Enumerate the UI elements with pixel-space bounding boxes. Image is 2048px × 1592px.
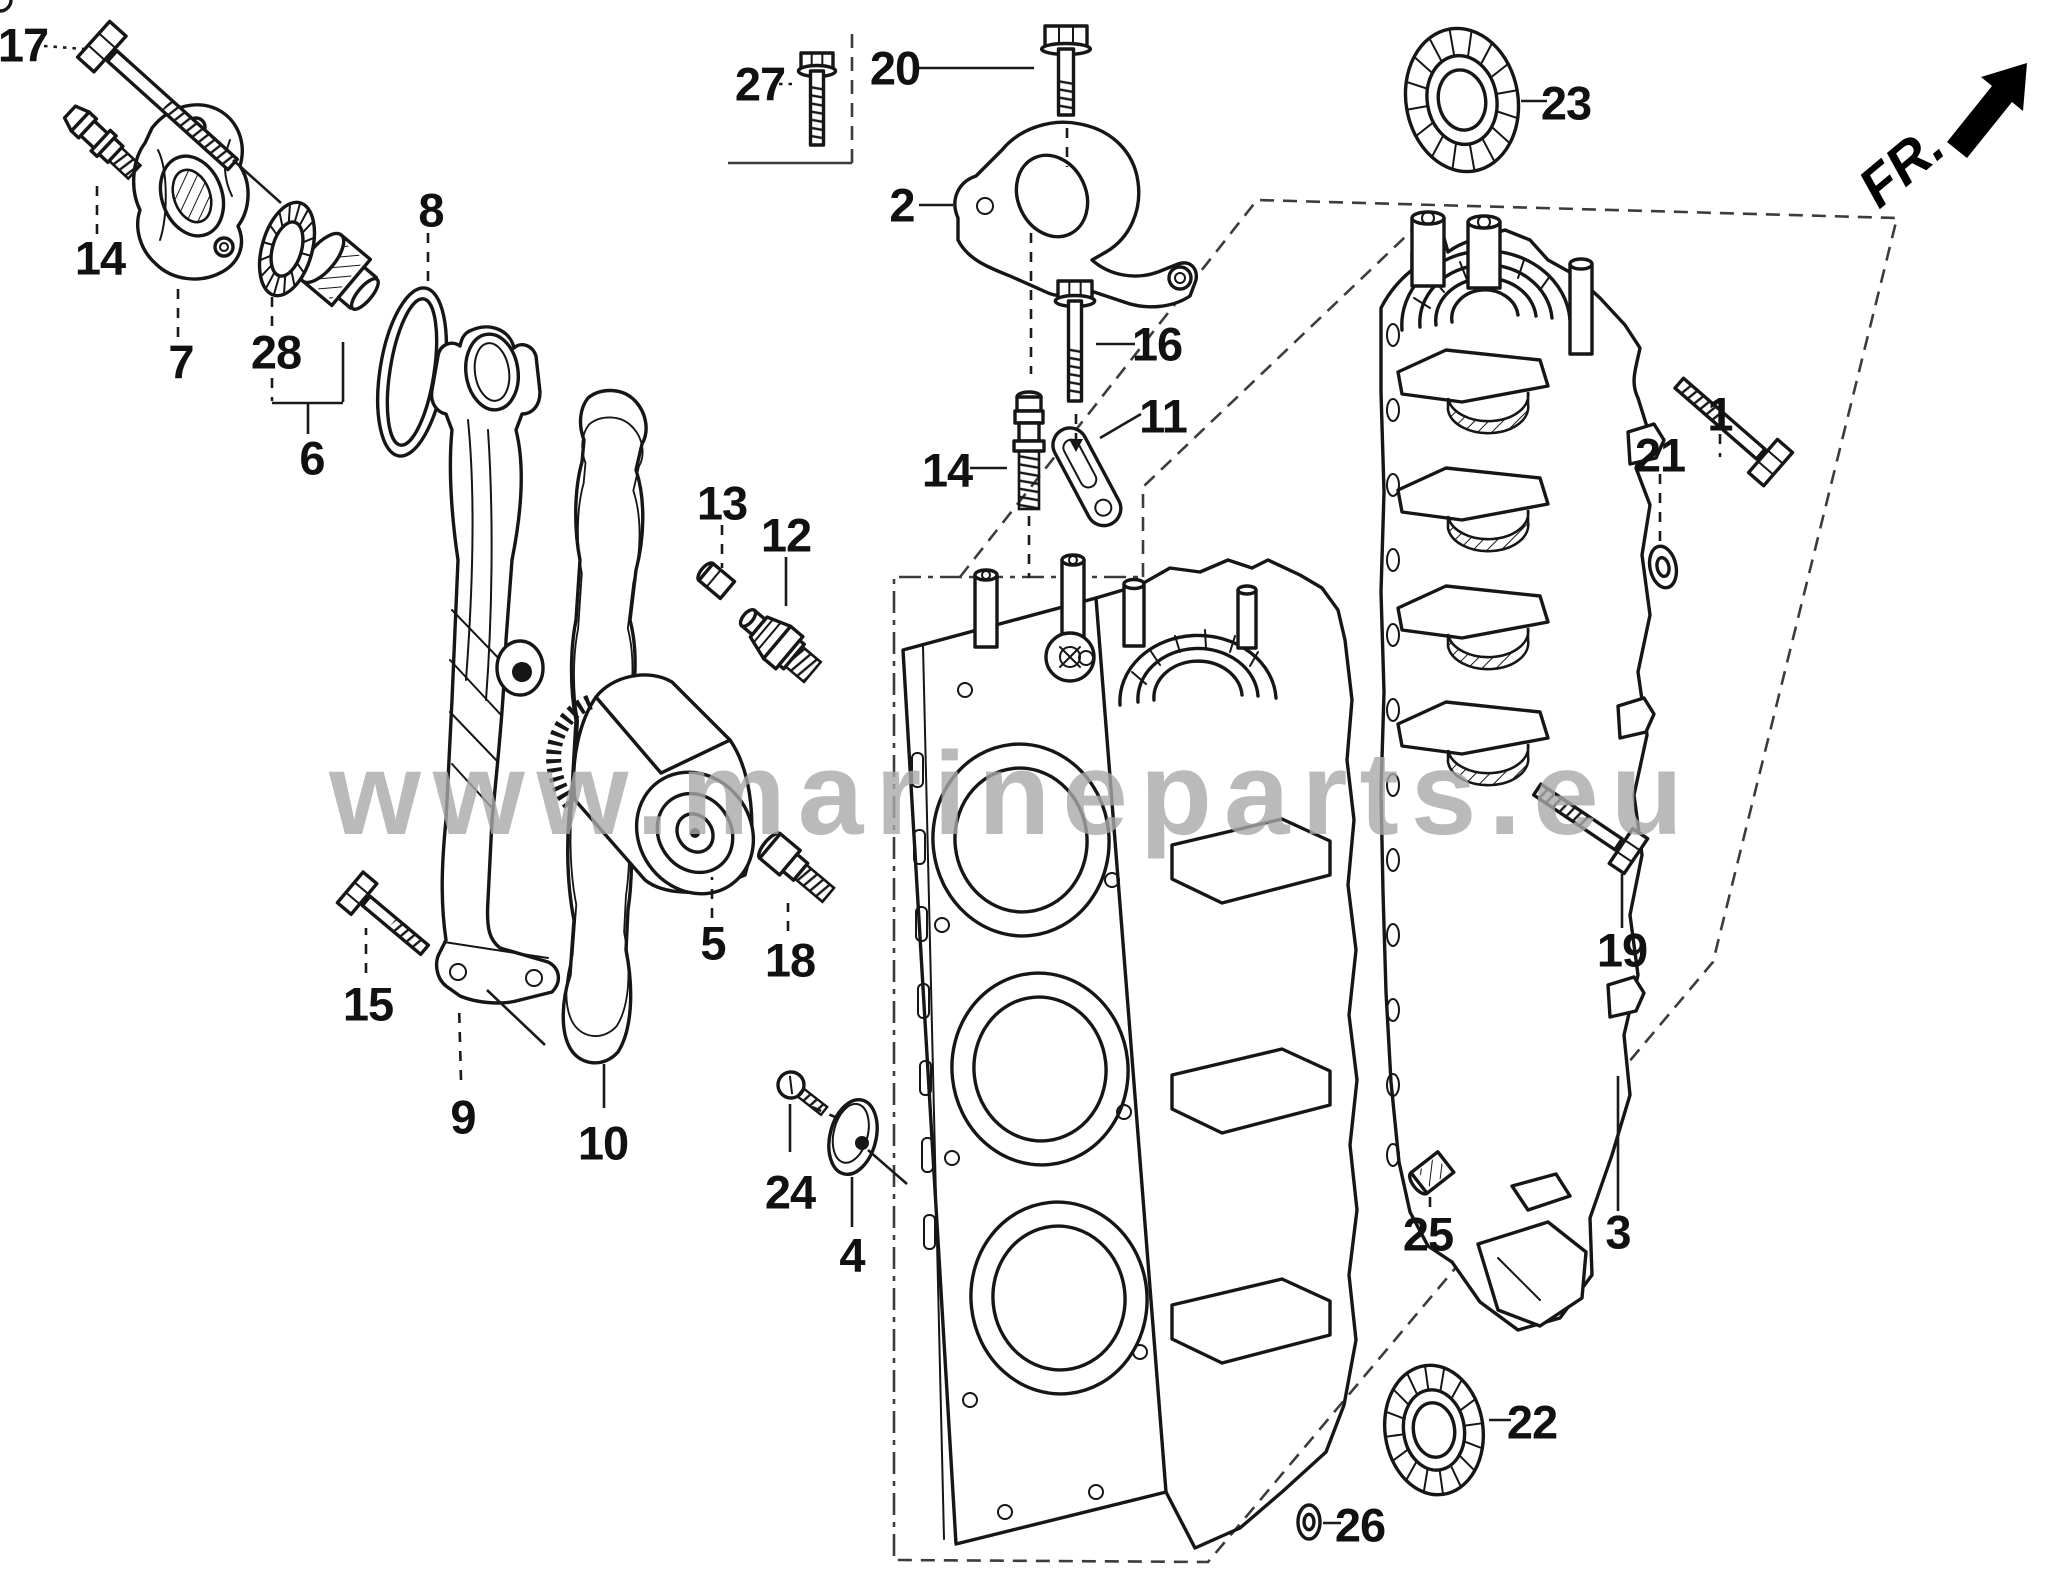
part-callout-20: 20 [869, 41, 921, 95]
part-callout-19: 19 [1596, 923, 1648, 977]
oil-pressure-switch-art [738, 607, 823, 684]
part-callout-25: 25 [1402, 1207, 1454, 1261]
connector-line-5 [486, 989, 546, 1046]
oil-seal-22-art [1382, 1363, 1486, 1497]
fr-arrow-icon [1947, 63, 2027, 158]
part-callout-6: 6 [299, 431, 325, 485]
seal-ring-28-art [257, 200, 317, 298]
part-callout-4: 4 [839, 1228, 865, 1282]
part-callout-5: 5 [700, 916, 726, 970]
o-ring-26-art [1296, 1503, 1322, 1541]
part-callout-8: 8 [418, 183, 444, 237]
part-callout-27: 27 [734, 57, 786, 111]
part-callout-22: 22 [1506, 1395, 1558, 1449]
part-callout-2: 2 [889, 178, 915, 232]
oil-seal-23-art [1403, 26, 1521, 174]
connector-line-4 [811, 1105, 836, 1119]
connector-line-7 [867, 1149, 908, 1185]
oil-filter-art [546, 673, 756, 896]
leader-line-9 [457, 1003, 463, 1081]
blind-plug-art [696, 561, 737, 601]
part-callout-16: 16 [1131, 317, 1183, 371]
part-callout-12: 12 [760, 508, 812, 562]
part-callout-7: 7 [168, 335, 194, 389]
sealing-bolt-art [1408, 1150, 1456, 1196]
bolt-1-art [1673, 376, 1795, 488]
screw-art [776, 1070, 829, 1117]
bolt-15-art [335, 870, 431, 957]
leader-line-11 [1099, 412, 1142, 440]
connector-line-6 [232, 159, 282, 204]
part-callout-18: 18 [764, 933, 816, 987]
assembly-boundary-lines [728, 33, 1899, 1564]
oil-joint-art [757, 831, 836, 904]
crankcase-art [1379, 210, 1666, 1332]
bolt-20-art [1039, 24, 1093, 117]
bolt-16-art [1053, 279, 1097, 403]
connector-arrowhead [1069, 439, 1083, 452]
cover-gasket-art [561, 388, 648, 1065]
part-callout-11: 11 [1139, 389, 1188, 443]
thermostat-art [298, 231, 380, 311]
left-joint-art [62, 104, 143, 181]
dowel-pin-art [827, 1098, 879, 1176]
cylinder-block-art [901, 553, 1359, 1550]
part-callout-28: 28 [250, 325, 302, 379]
part-callout-21: 21 [1634, 428, 1686, 482]
part-callout-10: 10 [577, 1116, 629, 1170]
part-callout-17: 17 [0, 18, 49, 72]
watermark-text: www.marineparts.eu [329, 728, 1695, 860]
bolt-19-art [1531, 782, 1650, 876]
stay-art [1051, 426, 1123, 528]
part-callout-15: 15 [342, 977, 394, 1031]
bolt-17-art [75, 19, 240, 172]
part-callout-1: 1 [1707, 387, 1733, 441]
part-callout-3: 3 [1605, 1205, 1631, 1259]
leader-line-17 [43, 44, 85, 51]
part-callout-14: 14 [74, 231, 126, 285]
part-callout-9: 9 [450, 1090, 476, 1144]
part-callout-23: 23 [1540, 76, 1592, 130]
side-cover-art [429, 325, 560, 1005]
water-joint-art [1012, 390, 1046, 511]
part-callout-26: 26 [1334, 1498, 1386, 1552]
part-callout-24: 24 [764, 1165, 816, 1219]
washer-21-art [1647, 544, 1679, 590]
bolt-27-art [796, 51, 838, 147]
part-callout-13: 13 [696, 476, 748, 530]
part-callout-14: 14 [921, 443, 973, 497]
